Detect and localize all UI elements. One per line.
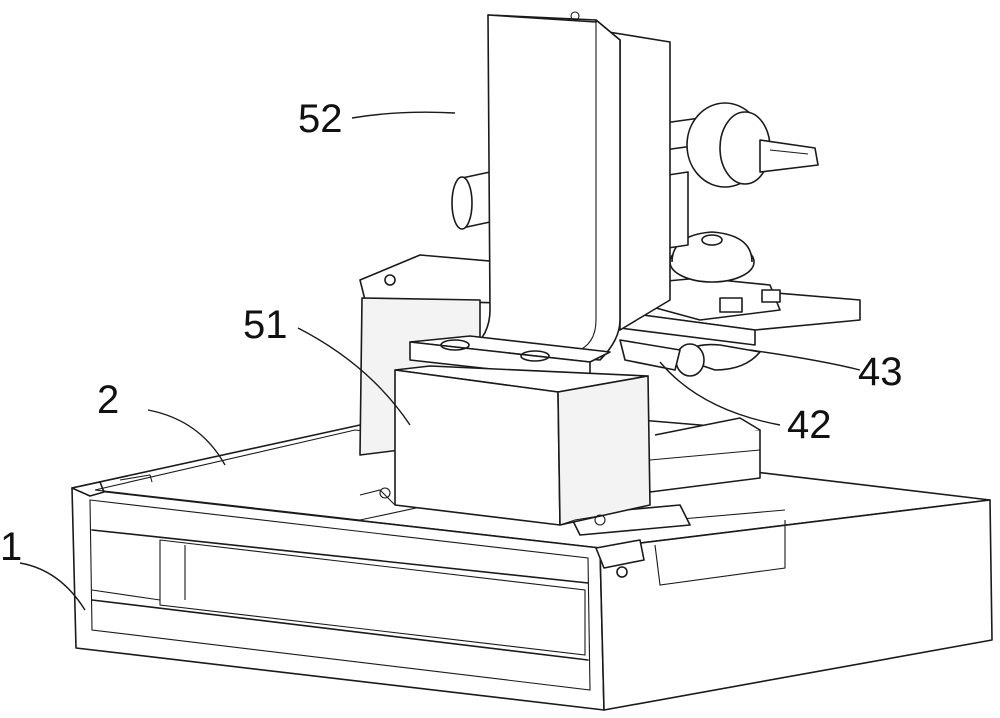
label-51: 51	[243, 303, 288, 347]
part-42	[620, 340, 680, 370]
leader-52	[352, 112, 455, 118]
block-51	[360, 366, 650, 525]
leader-43	[750, 350, 860, 370]
vertical-column-52	[470, 12, 670, 360]
label-43: 43	[858, 350, 903, 394]
left-knob	[452, 172, 490, 229]
leader-42	[660, 362, 780, 425]
label-42: 42	[787, 403, 832, 447]
label-52: 52	[298, 97, 343, 141]
label-1: 1	[0, 525, 22, 569]
label-2: 2	[97, 378, 119, 422]
